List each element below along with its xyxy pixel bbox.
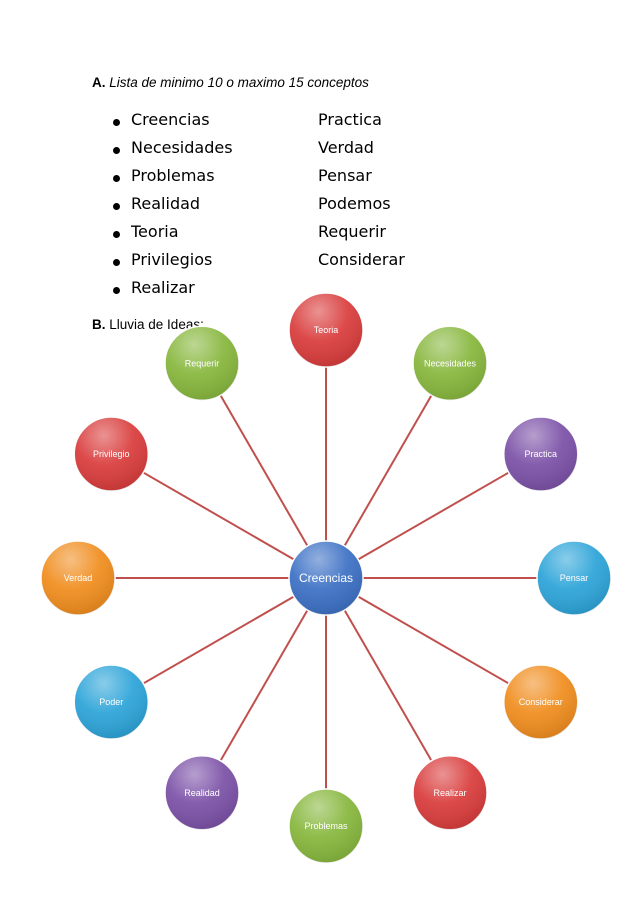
node-requerir-label: Requerir: [185, 358, 220, 368]
mindmap-nodes: TeoriaNecesidadesPracticaPensarConsidera…: [40, 292, 612, 864]
concept-right: Requerir: [318, 222, 386, 241]
node-privilegio-gloss: [74, 417, 149, 491]
node-practica-gloss: [503, 417, 578, 491]
node-considerar-gloss: [503, 665, 578, 739]
connector-lines: [78, 330, 574, 826]
connector-requerir: [201, 362, 327, 579]
list-item: Realidad Podemos: [113, 194, 433, 222]
node-problemas: Problemas: [288, 788, 364, 864]
connector-necesidades: [325, 362, 451, 579]
concept-list: Creencias Practica Necesidades Verdad Prob…: [113, 110, 433, 306]
section-a-heading: A. Lista de minimo 10 o maximo 15 concep…: [92, 75, 369, 90]
node-considerar-label: Considerar: [519, 697, 563, 707]
bullet-icon: [113, 259, 120, 266]
concept-left: Problemas: [131, 166, 215, 185]
list-item: Necesidades Verdad: [113, 138, 433, 166]
bullet-icon: [113, 175, 120, 182]
node-teoria-gloss: [289, 293, 363, 367]
section-b-title: Lluvia de Ideas:: [109, 317, 204, 332]
node-realizar: Realizar: [412, 755, 488, 831]
node-practica-label: Practica: [525, 449, 558, 459]
list-item: Realizar: [113, 278, 433, 306]
node-privilegio: Privilegio: [73, 416, 149, 492]
node-realizar-gloss: [413, 755, 487, 830]
section-b-heading: B. Lluvia de Ideas:: [92, 317, 204, 332]
node-requerir-gloss: [165, 326, 239, 401]
list-item: Privilegios Considerar: [113, 250, 433, 278]
node-requerir: Requerir: [164, 325, 240, 401]
node-problemas-gloss: [289, 789, 363, 863]
node-verdad-label: Verdad: [64, 573, 93, 583]
node-necesidades: Necesidades: [412, 325, 488, 401]
concept-right: Practica: [318, 110, 382, 129]
list-item: Teoria Requerir: [113, 222, 433, 250]
center-node-creencias-label: Creencias: [299, 571, 353, 585]
node-practica: Practica: [503, 416, 579, 492]
node-poder-label: Poder: [99, 697, 123, 707]
concept-left: Realizar: [131, 278, 195, 297]
node-realizar-label: Realizar: [433, 788, 466, 798]
concept-left: Realidad: [131, 194, 201, 213]
concept-left: Teoria: [131, 222, 179, 241]
node-pensar-gloss: [537, 541, 611, 615]
concept-right: Considerar: [318, 250, 405, 269]
bullet-icon: [113, 147, 120, 154]
connector-privilegio: [110, 453, 327, 579]
node-realidad-label: Realidad: [184, 788, 220, 798]
list-item: Problemas Pensar: [113, 166, 433, 194]
list-item: Creencias Practica: [113, 110, 433, 138]
section-b-label: B.: [92, 317, 106, 332]
bullet-icon: [113, 287, 120, 294]
bullet-icon: [113, 119, 120, 126]
center-node-creencias: Creencias: [288, 540, 364, 616]
section-a-title: Lista de minimo 10 o maximo 15 conceptos: [109, 75, 369, 90]
concept-left: Creencias: [131, 110, 210, 129]
node-pensar-label: Pensar: [560, 573, 589, 583]
concept-right: Podemos: [318, 194, 391, 213]
node-poder-gloss: [74, 665, 149, 739]
concept-right: Pensar: [318, 166, 372, 185]
node-privilegio-label: Privilegio: [93, 449, 130, 459]
center-node-creencias-gloss: [289, 541, 363, 615]
bullet-icon: [113, 231, 120, 238]
connector-realizar: [325, 577, 451, 794]
connector-considerar: [325, 577, 542, 703]
node-teoria-label: Teoria: [314, 325, 339, 335]
node-verdad-gloss: [41, 541, 115, 615]
section-a-label: A.: [92, 75, 106, 90]
node-problemas-label: Problemas: [304, 821, 348, 831]
connector-realidad: [201, 577, 327, 794]
node-necesidades-gloss: [413, 326, 487, 401]
concept-right: Verdad: [318, 138, 374, 157]
node-realidad-gloss: [165, 755, 239, 830]
concept-left: Privilegios: [131, 250, 213, 269]
node-teoria: Teoria: [288, 292, 364, 368]
connector-practica: [325, 453, 542, 579]
node-realidad: Realidad: [164, 755, 240, 831]
connector-poder: [110, 577, 327, 703]
node-verdad: Verdad: [40, 540, 116, 616]
node-pensar: Pensar: [536, 540, 612, 616]
concept-left: Necesidades: [131, 138, 233, 157]
node-considerar: Considerar: [503, 664, 579, 740]
bullet-icon: [113, 203, 120, 210]
node-necesidades-label: Necesidades: [424, 358, 477, 368]
node-poder: Poder: [73, 664, 149, 740]
